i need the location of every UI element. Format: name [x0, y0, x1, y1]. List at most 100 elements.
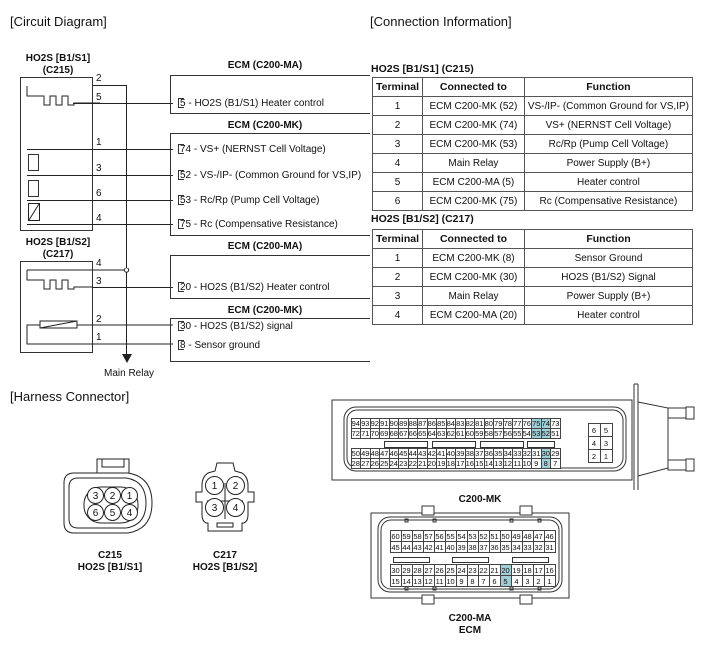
cell: Heater control — [523, 172, 694, 192]
cell: 2 — [372, 115, 423, 135]
cell: 1 — [372, 248, 423, 268]
pin-label: 4 — [96, 258, 102, 269]
ecm-block — [170, 75, 370, 114]
pin-terminal — [178, 170, 184, 180]
pin: 4 — [121, 504, 138, 521]
pin: 34 — [510, 540, 523, 553]
pin: 1 — [121, 487, 138, 504]
sensor1-name: HO2S [B1/S1] — [25, 53, 91, 64]
connector-c200ma-housing — [370, 505, 570, 605]
harness-connector-heading: [Harness Connector] — [10, 389, 130, 404]
cell: ECM C200-MK (74) — [421, 115, 525, 135]
column-header: Terminal — [372, 77, 423, 97]
main-relay-bus — [126, 85, 127, 357]
pin-label: 5 — [96, 92, 102, 103]
column-header: Connected to — [422, 229, 525, 249]
wire-pin1 — [27, 149, 173, 150]
pin-label: 2 — [96, 314, 102, 325]
pin-terminal — [178, 98, 184, 108]
connector-label: C200-MK — [458, 494, 502, 505]
cell: 5 — [372, 172, 423, 192]
cell: Main Relay — [421, 153, 525, 173]
wire-pin5 — [73, 103, 173, 104]
pin: 1 — [599, 448, 613, 463]
cell: ECM C200-MK (53) — [421, 134, 525, 154]
ecm-block — [170, 318, 370, 362]
main-relay-label: Main Relay — [104, 368, 155, 379]
wire-s2-pin3 — [93, 287, 173, 288]
column-header: Function — [524, 229, 693, 249]
pin: 7 — [550, 457, 561, 469]
connector-label: C200-MA — [448, 613, 492, 624]
cell: VS+ (NERNST Cell Voltage) — [523, 115, 694, 135]
pin: 3 — [87, 487, 104, 504]
cell: VS-/IP- (Common Ground for VS,IP) — [523, 96, 694, 116]
key-slot — [393, 557, 430, 563]
wire-pin4 — [27, 224, 173, 225]
cell: Power Supply (B+) — [523, 153, 694, 173]
cell: Sensor Ground — [524, 248, 693, 268]
cell-icon — [28, 154, 39, 171]
sensor2-connector: (C217) — [42, 249, 74, 260]
wire-pin6 — [27, 200, 173, 201]
column-header: Function — [523, 77, 694, 97]
cell: Main Relay — [422, 286, 525, 306]
pin-label: 1 — [96, 332, 102, 343]
cell: 4 — [372, 153, 423, 173]
ecm-block-title: ECM (C200-MA) — [227, 60, 303, 71]
cell: 2 — [372, 267, 423, 287]
wire-pin3 — [27, 175, 173, 176]
pin-terminal — [178, 219, 184, 229]
connector-c217-housing — [195, 462, 255, 532]
ecm-block-title: ECM (C200-MA) — [227, 241, 303, 252]
pin-label: 4 — [96, 213, 102, 224]
connection-info-heading: [Connection Information] — [370, 14, 512, 29]
pin: 51 — [550, 427, 561, 439]
cell-icon — [28, 180, 39, 197]
pin-label: 3 — [96, 276, 102, 287]
ecm-line: 5 - HO2S (B1/S1) Heater control — [180, 98, 324, 109]
pin: 6 — [87, 504, 104, 521]
cell: 3 — [372, 286, 423, 306]
ecm-line: 52 - VS-/IP- (Common Ground for VS,IP) — [180, 170, 362, 181]
pin: 41 — [433, 540, 446, 553]
sensor1-connector: (C215) — [42, 65, 74, 76]
resistor-icon — [28, 203, 40, 221]
column-header: Terminal — [372, 229, 423, 249]
connector-label: HO2S [B1/S1] — [77, 562, 143, 573]
pin: 33 — [521, 540, 534, 553]
ecm-block — [170, 133, 370, 236]
table2-title: HO2S [B1/S2] (C217) — [371, 213, 474, 225]
pin: 2 — [104, 487, 121, 504]
pin-terminal — [178, 340, 184, 350]
heater-icon — [26, 86, 100, 106]
column-header: Connected to — [421, 77, 525, 97]
pin-label: 1 — [96, 137, 102, 148]
ecm-line: 75 - Rc (Compensative Resistance) — [180, 219, 338, 230]
table1-title: HO2S [B1/S1] (C215) — [371, 63, 474, 75]
sensor1-box — [20, 77, 93, 231]
cell: 4 — [372, 305, 423, 325]
cell: ECM C200-MK (30) — [422, 267, 525, 287]
cell: 6 — [372, 191, 423, 211]
pin: 4 — [226, 498, 245, 517]
pin-highlighted: 5 — [499, 574, 512, 587]
pin: 3 — [205, 498, 224, 517]
ecm-block — [170, 255, 370, 299]
wire-pin2 — [93, 85, 127, 86]
ecm-line: 8 - Sensor ground — [180, 340, 261, 351]
pin: 31 — [543, 540, 556, 553]
pin: 3 — [599, 435, 613, 450]
